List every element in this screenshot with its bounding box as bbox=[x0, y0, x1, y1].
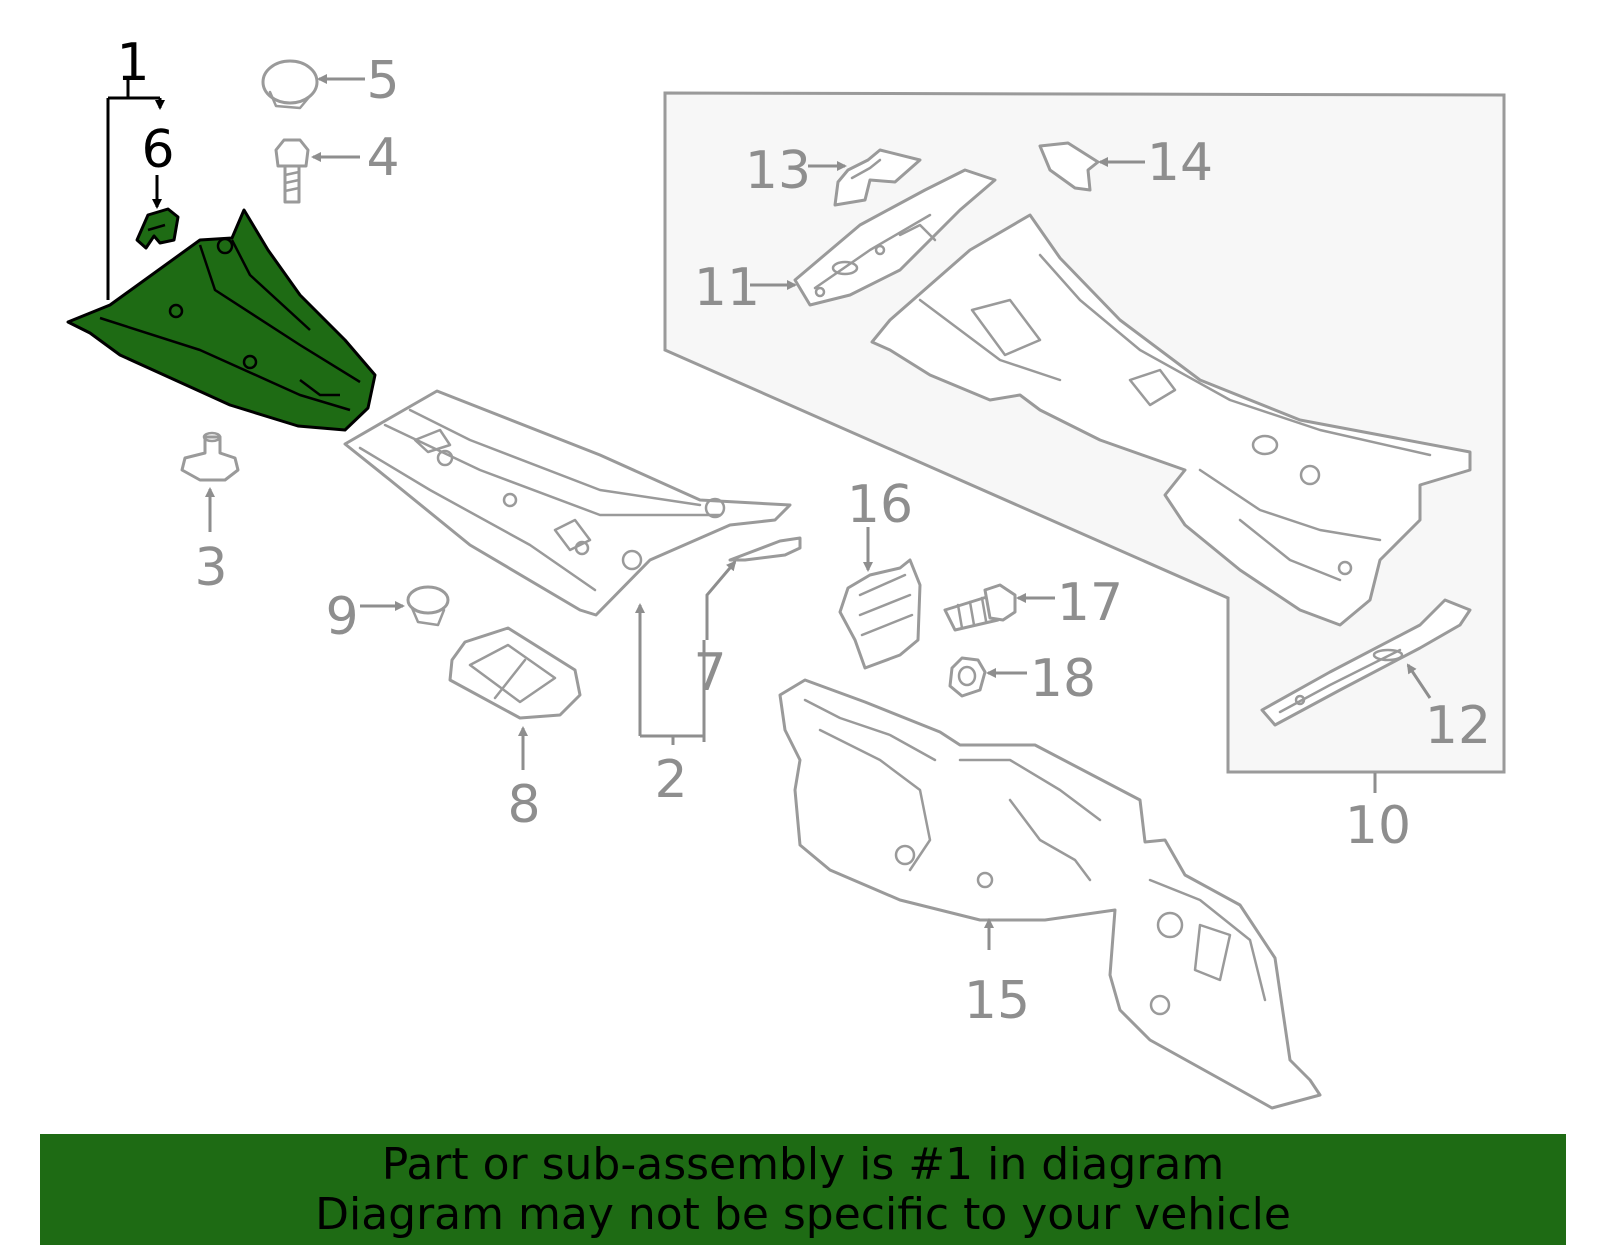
info-banner: Part or sub-assembly is #1 in diagram Di… bbox=[40, 1134, 1566, 1245]
callout-13: 13 bbox=[745, 141, 811, 201]
part-3-push-pin[interactable] bbox=[180, 431, 240, 482]
part-5-plug-cap[interactable] bbox=[261, 59, 319, 110]
part-10-dash-panel-assembly[interactable] bbox=[870, 213, 1472, 627]
callout-9: 9 bbox=[325, 587, 358, 647]
callout-14: 14 bbox=[1147, 133, 1213, 193]
part-13-bracket[interactable] bbox=[833, 148, 922, 207]
banner-line-part-info: Part or sub-assembly is #1 in diagram bbox=[381, 1138, 1225, 1190]
callout-17: 17 bbox=[1057, 573, 1123, 633]
leader-lines bbox=[106, 74, 1432, 950]
part-17-bolt[interactable] bbox=[943, 583, 1017, 632]
callout-18: 18 bbox=[1030, 649, 1096, 709]
part-9-grommet[interactable] bbox=[406, 585, 450, 627]
callout-12: 12 bbox=[1425, 696, 1491, 756]
parts-diagram: 1 2 3 4 5 6 7 8 9 10 11 12 13 14 15 16 1… bbox=[66, 33, 1506, 1110]
callout-10: 10 bbox=[1345, 796, 1411, 856]
part-2-cowl-top[interactable] bbox=[343, 389, 792, 617]
part-12-support[interactable] bbox=[1260, 598, 1472, 727]
part-14-gusset[interactable] bbox=[1038, 141, 1100, 192]
part-15-dash-panel[interactable] bbox=[778, 678, 1322, 1110]
callout-labels: 1 2 3 4 5 6 7 8 9 10 11 12 13 14 15 16 1… bbox=[116, 33, 1491, 1031]
part-7-bracket[interactable] bbox=[728, 536, 802, 562]
callout-5: 5 bbox=[366, 51, 399, 111]
callout-4: 4 bbox=[366, 128, 399, 188]
part-16-bracket[interactable] bbox=[838, 558, 922, 670]
part-6-clip[interactable] bbox=[135, 207, 180, 250]
callout-8: 8 bbox=[507, 775, 540, 835]
part-1-cowl-panel[interactable] bbox=[66, 208, 377, 432]
callout-6: 6 bbox=[141, 120, 174, 180]
part-4-bolt[interactable] bbox=[274, 138, 310, 204]
part-18-nut[interactable] bbox=[948, 656, 987, 698]
callout-15: 15 bbox=[964, 971, 1030, 1031]
callout-3: 3 bbox=[194, 538, 227, 598]
callout-1: 1 bbox=[116, 33, 149, 93]
callout-11: 11 bbox=[694, 258, 760, 318]
callout-16: 16 bbox=[847, 475, 913, 535]
banner-line-disclaimer: Diagram may not be specific to your vehi… bbox=[315, 1188, 1291, 1240]
callout-7: 7 bbox=[693, 643, 726, 703]
part-8-cover-plate[interactable] bbox=[448, 626, 582, 720]
part-11-reinforcement[interactable] bbox=[793, 168, 997, 307]
callout-2: 2 bbox=[654, 750, 687, 810]
